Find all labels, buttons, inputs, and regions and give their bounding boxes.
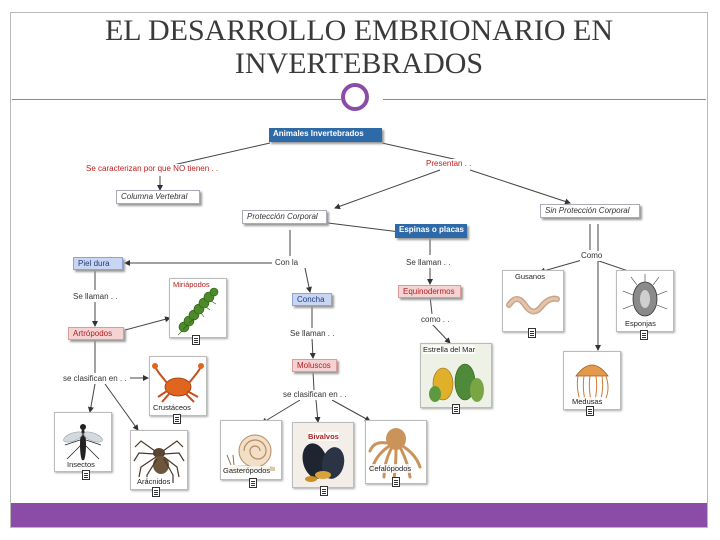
link-clasif-gaster	[261, 399, 301, 424]
doc-icon-bivalvos[interactable]	[320, 486, 328, 496]
card-esponjas[interactable]: Esponjas	[616, 270, 674, 332]
doc-icon-crustaceos[interactable]	[173, 414, 181, 424]
caption-miriapodos: Miriápodos	[173, 280, 210, 289]
card-aracnidos[interactable]: Arácnidos	[130, 430, 188, 490]
label-como-equino: como . .	[420, 315, 451, 325]
link-como-estrella	[431, 323, 451, 344]
doc-icon-gusanos[interactable]	[528, 328, 536, 338]
doc-icon-aracnidos[interactable]	[152, 487, 160, 497]
label-no-tienen: Se caracterizan por que NO tienen . .	[85, 164, 220, 174]
doc-icon-cefalopodos[interactable]	[392, 477, 400, 487]
card-insectos[interactable]: Insectos	[54, 412, 112, 472]
node-sin-proteccion[interactable]: Sin Protección Corporal	[540, 204, 640, 218]
node-concha[interactable]: Concha	[292, 293, 332, 306]
caption-estrella-del-mar: Estrella del Mar	[423, 345, 476, 354]
slide-title: EL DESARROLLO EMBRIONARIO EN INVERTEBRAD…	[104, 14, 614, 80]
card-crustaceos[interactable]: Crustáceos	[149, 356, 207, 416]
link-proteccion-espinas	[319, 221, 401, 235]
link-conla-concha	[304, 267, 312, 293]
card-gasteropodos[interactable]: Gasterópodos	[220, 420, 282, 480]
slide-frame	[10, 12, 708, 528]
node-proteccion-corporal[interactable]: Protección Corporal	[242, 210, 327, 224]
caption-esponjas: Esponjas	[625, 319, 656, 328]
link-root-presentan	[381, 142, 459, 161]
link-artro-miria	[124, 316, 171, 331]
node-artropodos[interactable]: Artrópodos	[68, 327, 124, 340]
caption-crustaceos: Crustáceos	[153, 403, 191, 412]
label-se-llaman-piel: Se llaman . .	[72, 292, 119, 302]
node-piel-dura[interactable]: Piel dura	[73, 257, 123, 270]
title-rule-left	[12, 99, 341, 100]
caption-bivalvos: Bivalvos	[308, 432, 339, 441]
card-miriapodos[interactable]: Miriápodos	[169, 278, 227, 338]
spider-illustration	[133, 440, 185, 483]
label-se-llaman-espinas: Se llaman . .	[405, 258, 452, 268]
worm-illustration	[506, 295, 560, 315]
card-estrella-del-mar[interactable]: Estrella del Mar	[420, 343, 492, 408]
node-animales-invertebrados[interactable]: Animales Invertebrados	[269, 128, 382, 142]
card-gusanos[interactable]: Gusanos	[502, 270, 564, 332]
link-root-no	[159, 142, 271, 169]
label-como-sin: Como	[580, 251, 604, 261]
millipede-illustration	[177, 287, 219, 336]
caption-medusas: Medusas	[572, 397, 603, 406]
link-presentan-sin	[469, 169, 571, 205]
link-clasif-cefal	[331, 399, 371, 422]
crab-illustration	[152, 363, 204, 403]
octopus-illustration	[368, 428, 422, 481]
title-rule-right	[383, 99, 706, 100]
label-con-la: Con la	[274, 258, 300, 268]
link-molu-clasif	[312, 371, 315, 391]
starfish-illustration	[421, 344, 491, 407]
footer-bar	[11, 503, 707, 527]
doc-icon-esponjas[interactable]	[640, 330, 648, 340]
label-presentan: Presentan . .	[425, 159, 473, 169]
caption-aracnidos: Arácnidos	[137, 477, 171, 486]
link-clasif-aracnidos	[104, 383, 139, 431]
doc-icon-miriapodos[interactable]	[192, 335, 200, 345]
doc-icon-medusas[interactable]	[586, 406, 594, 416]
caption-cefalopodos: Cefalópodos	[369, 464, 412, 473]
label-se-llaman-concha: Se llaman . .	[289, 329, 336, 339]
link-clasif-insectos	[87, 383, 96, 413]
card-cefalopodos[interactable]: Cefalópodos	[365, 420, 427, 484]
link-clasif-bivalvos	[314, 399, 321, 423]
sponge-illustration	[622, 274, 668, 317]
label-se-clasifican-molu: se clasifican en . .	[282, 390, 348, 400]
doc-icon-insectos[interactable]	[82, 470, 90, 480]
insect-illustration	[63, 424, 103, 461]
label-se-clasifican-artro: se clasifican en . .	[62, 374, 128, 384]
title-ring-ornament	[341, 83, 369, 111]
node-moluscos[interactable]: Moluscos	[292, 359, 337, 372]
node-columna-vertebral[interactable]: Columna Vertebral	[116, 190, 200, 204]
caption-insectos: Insectos	[67, 460, 95, 469]
node-equinodermos[interactable]: Equinodermos	[398, 285, 461, 298]
card-medusas[interactable]: Medusas	[563, 351, 621, 410]
link-equino-como	[429, 295, 433, 315]
link-sellaman-molu	[309, 337, 316, 359]
node-espinas-placas[interactable]: Espinas o placas	[395, 224, 467, 238]
doc-icon-estrella[interactable]	[452, 404, 460, 414]
caption-gusanos: Gusanos	[515, 272, 546, 281]
card-bivalvos[interactable]: Bivalvos	[292, 422, 354, 488]
link-presentan-proteccion	[334, 169, 441, 210]
doc-icon-gasteropodos[interactable]	[249, 478, 257, 488]
caption-gasteropodos: Gasterópodos	[223, 466, 271, 475]
